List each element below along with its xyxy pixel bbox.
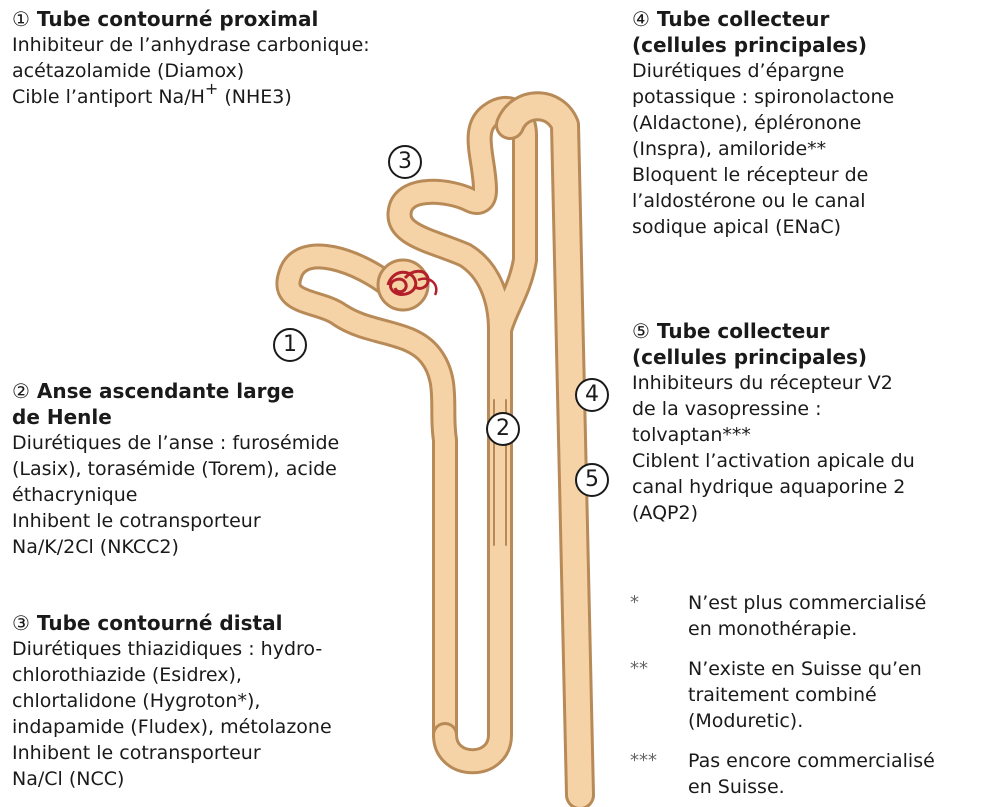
section-4-title-1: Tube collecteur — [657, 7, 829, 31]
section-5-line: de la vasopressine : — [632, 396, 915, 422]
footnote-1-line: en monothérapie. — [688, 616, 926, 642]
section-5-line: Ciblent l’activation apicale du — [632, 448, 915, 474]
superscript-plus: + — [205, 79, 218, 98]
footnote-2-star: ** — [630, 656, 648, 682]
footnote-3-line: Pas encore commercialisé — [688, 748, 935, 774]
footnote-1-star: * — [630, 590, 639, 616]
section-4-line: (Aldactone), épléronone — [632, 110, 894, 136]
section-1-title: Tube contourné proximal — [37, 7, 318, 31]
section-3-line: Inhibent le cotransporteur — [12, 740, 332, 766]
glomerulus — [378, 260, 436, 310]
section-5-number: ⑤ — [632, 319, 650, 343]
section-3-line: Na/Cl (NCC) — [12, 766, 332, 792]
section-1-number: ① — [12, 7, 30, 31]
section-1-line-end: (NHE3) — [218, 86, 291, 108]
section-5-title-2: (cellules principales) — [632, 344, 915, 370]
section-collecting-duct-1: ④ Tube collecteur (cellules principales)… — [632, 6, 894, 240]
section-3-number: ③ — [12, 611, 30, 635]
section-2-line: Na/K/2Cl (NKCC2) — [12, 534, 339, 560]
section-3-line: indapamide (Fludex), métolazone — [12, 714, 332, 740]
section-4-number: ④ — [632, 7, 650, 31]
section-3-line: chlorothiazide (Esidrex), — [12, 662, 332, 688]
section-2-number: ② — [12, 379, 30, 403]
marker-2: 2 — [486, 412, 520, 446]
footnote-1-line: N’est plus commercialisé — [688, 590, 926, 616]
footnote-3-star: *** — [630, 748, 657, 774]
section-4-line: (Inspra), amiloride** — [632, 136, 894, 162]
footnote-3: *** Pas encore commercialisé en Suisse. — [630, 748, 980, 804]
section-collecting-duct-2: ⑤ Tube collecteur (cellules principales)… — [632, 318, 915, 526]
marker-3: 3 — [388, 145, 422, 179]
section-3-title: Tube contourné distal — [37, 611, 283, 635]
section-5-line: (AQP2) — [632, 500, 915, 526]
footnote-1: * N’est plus commercialisé en monothérap… — [630, 590, 980, 646]
marker-5: 5 — [575, 463, 609, 497]
footnote-2: ** N’existe en Suisse qu’en traitement c… — [630, 656, 980, 736]
marker-1: 1 — [273, 328, 307, 362]
marker-4: 4 — [575, 378, 609, 412]
section-5-line: tolvaptan*** — [632, 422, 915, 448]
footnote-2-line: (Moduretic). — [688, 708, 922, 734]
section-5-line: canal hydrique aquaporine 2 — [632, 474, 915, 500]
footnote-3-line: en Suisse. — [688, 774, 935, 800]
section-4-line: potassique : spironolactone — [632, 84, 894, 110]
section-4-title-2: (cellules principales) — [632, 32, 894, 58]
section-2-title-1: Anse ascendante large — [37, 379, 294, 403]
section-2-line: Diurétiques de l’anse : furosémide — [12, 430, 339, 456]
section-4-line: sodique apical (ENaC) — [632, 214, 894, 240]
section-1-line: Inhibiteur de l’anhydrase carbonique: — [12, 32, 370, 58]
section-1-line: Cible l’antiport Na/H — [12, 86, 205, 108]
section-4-line: Bloquent le récepteur de — [632, 162, 894, 188]
section-5-title-1: Tube collecteur — [657, 319, 829, 343]
section-proximal-tubule: ① Tube contourné proximal Inhibiteur de … — [12, 6, 370, 111]
section-2-title-2: de Henle — [12, 404, 339, 430]
footnote-2-line: traitement combiné — [688, 682, 922, 708]
section-distal-tubule: ③ Tube contourné distal Diurétiques thia… — [12, 610, 332, 792]
section-2-line: éthacrynique — [12, 482, 339, 508]
section-4-line: Diurétiques d’épargne — [632, 58, 894, 84]
section-4-line: l’aldostérone ou le canal — [632, 188, 894, 214]
section-2-line: (Lasix), torasémide (Torem), acide — [12, 456, 339, 482]
footnote-2-line: N’existe en Suisse qu’en — [688, 656, 922, 682]
section-3-line: chlortalidone (Hygroton*), — [12, 688, 332, 714]
section-5-line: Inhibiteurs du récepteur V2 — [632, 370, 915, 396]
section-3-line: Diurétiques thiazidiques : hydro- — [12, 636, 332, 662]
section-1-line: acétazolamide (Diamox) — [12, 58, 370, 84]
section-loop-of-henle: ② Anse ascendante large de Henle Diuréti… — [12, 378, 339, 560]
section-2-line: Inhibent le cotransporteur — [12, 508, 339, 534]
